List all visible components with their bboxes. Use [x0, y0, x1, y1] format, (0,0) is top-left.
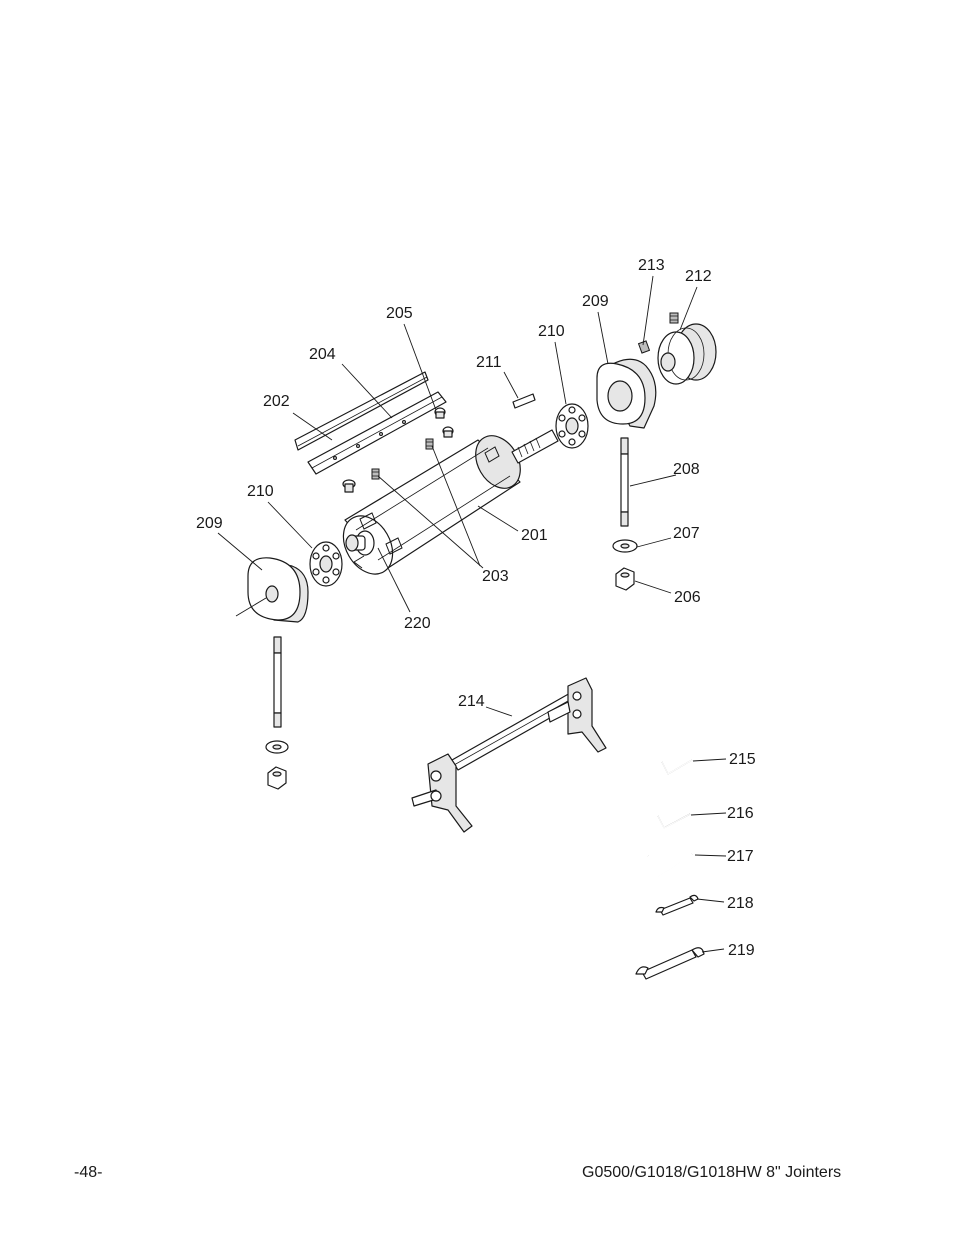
callout-203: 203 [482, 568, 509, 585]
motor-pulley [657, 323, 717, 385]
callout-205: 205 [386, 305, 413, 322]
hex-wrench-215 [661, 759, 693, 775]
callout-202: 202 [263, 393, 290, 410]
knife-blade [294, 371, 429, 451]
callout-207: 207 [673, 525, 700, 542]
knife-setting-jig [411, 677, 607, 833]
open-end-wrench-218 [655, 894, 699, 916]
open-end-wrench-219 [635, 947, 705, 980]
callout-210-left: 210 [247, 483, 274, 500]
bearing-block-left [247, 557, 309, 623]
callout-220: 220 [404, 615, 431, 632]
shaft-key [512, 393, 536, 409]
manual-title: G0500/G1018/G1018HW 8" Jointers [582, 1164, 842, 1181]
callout-209-left: 209 [196, 515, 223, 532]
callout-209-right: 209 [582, 293, 609, 310]
hex-wrench-216 [657, 813, 691, 829]
bearing-left [309, 541, 343, 587]
hex-nut-right [615, 567, 635, 591]
cutterhead-right-shaft [511, 429, 559, 464]
callout-218: 218 [727, 895, 754, 912]
callout-201: 201 [521, 527, 548, 544]
washer-right [612, 539, 638, 553]
callout-210-right: 210 [538, 323, 565, 340]
cutterhead [342, 435, 521, 575]
hex-nut-left [267, 766, 287, 790]
bearing-right [555, 403, 589, 449]
page-number: -48- [74, 1164, 103, 1181]
stud-right [620, 437, 629, 527]
callout-213: 213 [638, 257, 665, 274]
callout-206: 206 [674, 589, 701, 606]
knife-gib [307, 391, 447, 475]
callout-labels: 213 212 209 210 211 205 204 202 208 210 … [196, 257, 756, 959]
callout-214: 214 [458, 693, 485, 710]
knife-springs [371, 438, 434, 480]
callout-215: 215 [729, 751, 756, 768]
washer-left [265, 740, 289, 754]
callout-219: 219 [728, 942, 755, 959]
bearing-block-right [596, 358, 657, 429]
pulley-set-screws [637, 312, 679, 354]
stud-left [273, 636, 282, 728]
gib-bolts [342, 407, 454, 493]
callout-216: 216 [727, 805, 754, 822]
leader-lines [217, 275, 727, 953]
callout-211: 211 [476, 354, 502, 371]
callout-208: 208 [673, 461, 700, 478]
hex-wrench-217 [647, 853, 693, 878]
callout-212: 212 [685, 268, 712, 285]
cutterhead-left-shaft [345, 530, 375, 556]
callout-217: 217 [727, 848, 754, 865]
callout-204: 204 [309, 346, 336, 363]
